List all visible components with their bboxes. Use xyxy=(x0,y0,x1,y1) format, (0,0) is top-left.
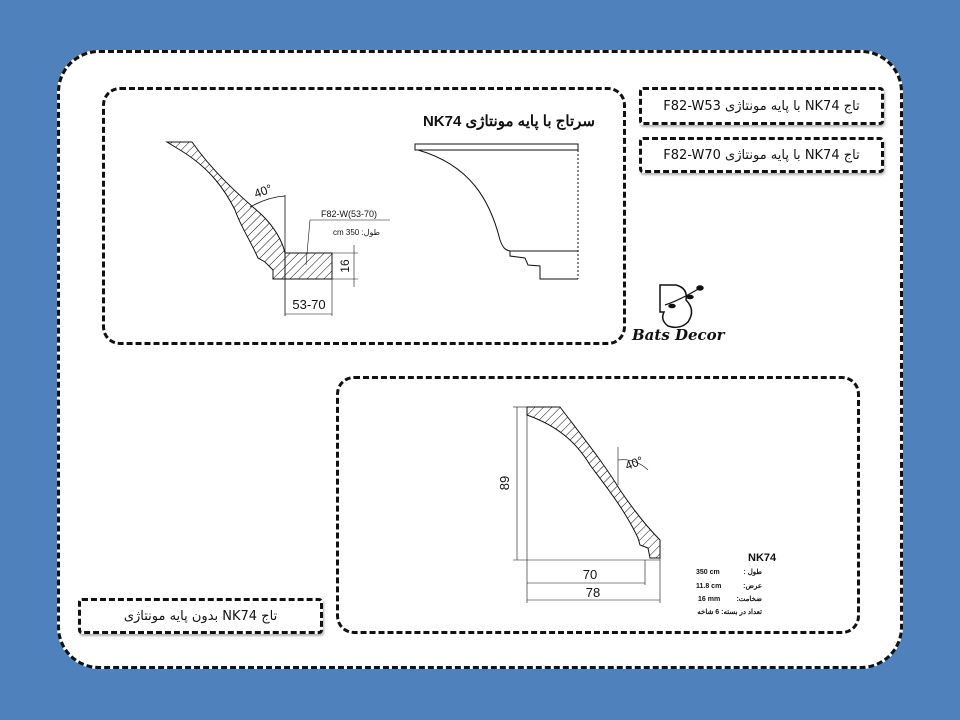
bats-decor-logo-icon xyxy=(659,284,704,329)
angle-label-bottom: 40° xyxy=(623,453,645,472)
spec-title: NK74 xyxy=(748,552,777,564)
spec-label: طول : xyxy=(743,568,762,576)
spec-table: NK74 طول : 350 cm عرض: 11.8 cm ضخامت: 16… xyxy=(696,552,777,616)
height-dim: 16 xyxy=(338,259,352,273)
brand-logo-text: Bats Decor xyxy=(632,326,725,344)
angle-label: 40° xyxy=(252,181,274,200)
spec-value: 11.8 cm xyxy=(696,583,721,590)
width-dim-70: 70 xyxy=(583,567,597,582)
pack-count: تعداد در بسته: 6 شاخه xyxy=(697,608,762,616)
profile-section-with-base: 40° F82-W(53-70) طول: 350 cm 16 53-70 xyxy=(165,141,390,316)
spec-value: 350 cm xyxy=(696,569,720,576)
length-label: طول: 350 cm xyxy=(333,228,380,237)
drawing-with-base-box xyxy=(102,87,626,345)
profile-elevation xyxy=(414,143,579,280)
spec-label: ضخامت: xyxy=(736,595,762,603)
profile-section-no-base: 89 70 78 40° xyxy=(497,406,661,603)
drawing-title: سرتاج با پایه مونتاژی NK74 xyxy=(423,113,595,131)
label-f82-w53: تاج NK74 با پایه مونتاژی F82-W53 xyxy=(639,87,884,125)
label-no-base: تاج NK74 بدون پایه مونتاژی xyxy=(78,598,323,634)
label-f82-w70: تاج NK74 با پایه مونتاژی F82-W70 xyxy=(639,137,884,173)
part-code: F82-W(53-70) xyxy=(321,209,377,219)
spec-label: عرض: xyxy=(743,583,762,590)
drawing-without-base-box xyxy=(336,376,860,634)
height-dim-89: 89 xyxy=(497,476,512,490)
width-dim-78: 78 xyxy=(586,585,600,600)
spec-value: 16 mm xyxy=(698,596,720,603)
width-dim: 53-70 xyxy=(292,297,325,312)
